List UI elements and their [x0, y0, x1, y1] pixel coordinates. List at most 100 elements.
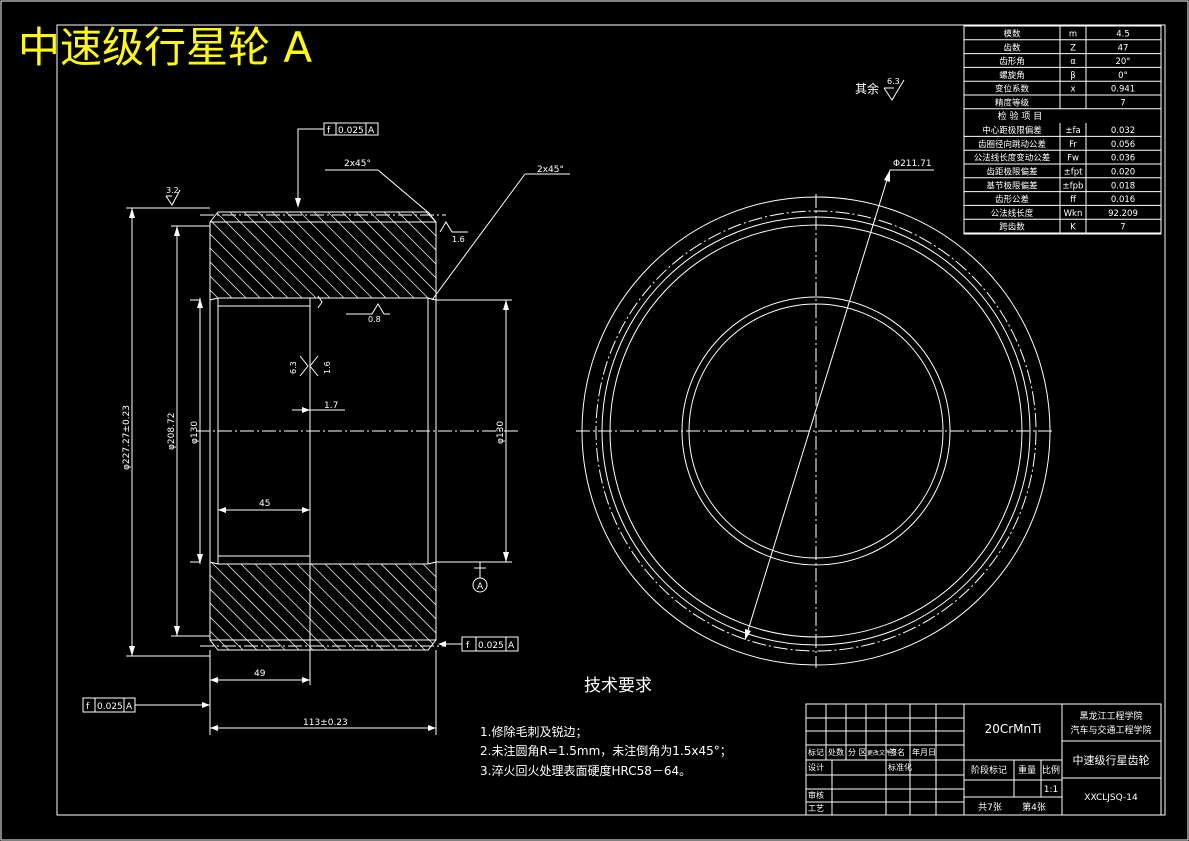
tech-heading: 技术要求 [584, 676, 652, 696]
param-row-2-cell-0: 齿形角 [999, 56, 1025, 67]
hatch-line [210, 562, 263, 650]
hatch-line [413, 212, 436, 300]
hatch-line [287, 562, 389, 650]
param-row-3-cell-2: 0° [1118, 71, 1128, 81]
check-row-6-cell-2: 92.209 [1108, 209, 1138, 219]
check-row-3-cell-1: ±fpt [1064, 168, 1084, 178]
hatch-line [442, 555, 542, 655]
hatch-line [245, 212, 357, 300]
check-row-0-cell-0: 中心距极限偏差 [982, 125, 1042, 136]
param-row-4-cell-1: x [1070, 85, 1075, 95]
check-row-5-cell-1: ff [1070, 195, 1077, 205]
hatch-line [210, 212, 301, 300]
hatch-line [413, 562, 436, 650]
datum-a: A [477, 582, 484, 592]
hatch-line [343, 562, 436, 650]
check-row-5-cell-2: 0.016 [1111, 195, 1135, 205]
tol-right-ref: A [508, 641, 515, 651]
rough-1-6-bore: 1.6 [323, 361, 332, 374]
sign-label: 签名 [889, 747, 905, 757]
hatch-line [301, 562, 403, 650]
hatch-line [484, 555, 584, 655]
param-row-5-cell-2: 7 [1120, 99, 1125, 109]
hatch-line [456, 200, 566, 310]
chamfer-left: 2x45° [344, 159, 371, 169]
check-row-1-cell-2: 0.056 [1111, 140, 1135, 150]
param-row-4-cell-0: 变位系数 [995, 84, 1030, 95]
material: 20CrMnTi [985, 722, 1042, 736]
tol-top-symbol: f [327, 126, 331, 136]
rev-zone: 分 区 [848, 748, 867, 757]
check-row-3-cell-2: 0.020 [1111, 168, 1135, 178]
hatch-line [245, 562, 347, 650]
check-row-2-cell-2: 0.036 [1111, 154, 1135, 164]
rough-0-8: 0.8 [368, 315, 381, 324]
remaining-rough: 6.3 [887, 77, 900, 86]
rough-1-6: 1.6 [452, 235, 465, 244]
hatch-line [210, 562, 291, 650]
hatch-line [357, 212, 436, 300]
dim-outer: φ227.27±0.23 [122, 405, 132, 470]
check-row-0-cell-1: ±fa [1065, 126, 1080, 136]
hatch-line [385, 212, 436, 300]
tech-item-2: 2.未注圆角R=1.5mm，未注倒角为1.5x45°； [480, 743, 732, 758]
hatch-line [554, 200, 664, 310]
weight-label: 重量 [1018, 764, 1036, 776]
dim-width: 113±0.23 [303, 718, 348, 728]
dim-45: 45 [259, 499, 270, 509]
check-row-1-cell-1: Fr [1069, 140, 1077, 150]
sheet-number: 第4张 [1022, 801, 1046, 813]
check-row-4-cell-0: 基节极限偏差 [986, 180, 1037, 191]
param-row-2-cell-1: α [1070, 57, 1076, 67]
school-1: 黑龙江工程学院 [1079, 710, 1142, 722]
param-row-0-cell-1: m [1069, 30, 1077, 40]
hatch-line [498, 555, 598, 655]
stage-label: 阶段标记 [971, 764, 1007, 776]
sheet-total: 共7张 [978, 802, 1002, 813]
hatch-line [540, 200, 650, 310]
param-row-4-cell-2: 0.941 [1111, 85, 1135, 95]
dim-circle: Φ211.71 [893, 159, 932, 169]
title-block [805, 703, 1162, 816]
school-2: 汽车与交通工程学院 [1070, 724, 1151, 736]
hatch-line [210, 562, 235, 650]
param-row-2-cell-2: 20° [1115, 57, 1130, 67]
dim-1-7: 1.7 [324, 401, 338, 411]
hatch-line [512, 200, 622, 310]
check-row-3-cell-0: 齿距极限偏差 [986, 167, 1037, 178]
check-header: 检 验 项 目 [998, 110, 1043, 122]
hatch-line [210, 562, 221, 650]
tech-item-1: 1.修除毛刺及锐边； [480, 724, 587, 739]
param-row-1-cell-1: Z [1070, 43, 1076, 53]
check-row-0-cell-2: 0.032 [1111, 126, 1135, 136]
hatch-line [526, 200, 636, 310]
hatch-line [210, 212, 231, 300]
hatch-line [427, 212, 436, 300]
check-row-2-cell-0: 公法线长度变动公差 [974, 153, 1051, 164]
hatch-line [343, 212, 436, 300]
hatch-line [259, 212, 371, 300]
hatch-line [470, 555, 570, 655]
hatch-bottom [210, 555, 612, 655]
rev-file: 更改文件号 [867, 749, 897, 757]
hatch-line [371, 562, 436, 650]
param-row-0-cell-0: 模数 [1003, 29, 1021, 40]
hatch-line [217, 212, 329, 300]
check-row-6-cell-0: 公法线长度 [991, 208, 1034, 219]
hatch-line [210, 562, 249, 650]
hatch-line [484, 200, 594, 310]
hatch-line [210, 212, 245, 300]
param-row-1-cell-2: 47 [1118, 43, 1129, 53]
chamfer-right: 2x45° [537, 165, 564, 175]
check-row-6-cell-1: Wkn [1064, 209, 1083, 219]
drawing-number: XXCLJSQ-14 [1084, 793, 1138, 803]
front-view: Φ211.71 其余 6.3 [576, 77, 1052, 668]
tol-right-symbol: f [466, 641, 470, 651]
hatch-line [210, 562, 305, 650]
hatch-line [315, 562, 417, 650]
hatch-line [512, 555, 612, 655]
review-label: 审核 [808, 790, 824, 800]
date-label: 年月日 [912, 747, 936, 757]
